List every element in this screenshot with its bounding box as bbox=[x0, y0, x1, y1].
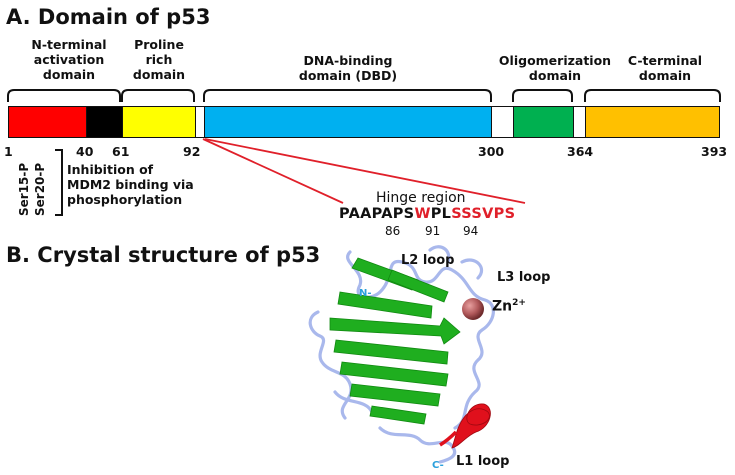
n-terminus-label: N- bbox=[359, 288, 372, 299]
zinc-charge: 2+ bbox=[512, 298, 526, 308]
segment-c-terminal bbox=[585, 106, 720, 138]
residue-number: 94 bbox=[463, 224, 479, 238]
residue-number: 86 bbox=[385, 224, 401, 238]
hinge-seq-part: PL bbox=[430, 206, 452, 222]
hinge-seq-part: W bbox=[414, 206, 431, 222]
oligomerization-domain-label: Oligomerization domain bbox=[498, 53, 612, 83]
segment-proline-rich bbox=[122, 106, 196, 138]
hinge-seq-part: PAAPAPS bbox=[339, 206, 415, 222]
position-label: 300 bbox=[478, 144, 505, 159]
hinge-region-title: Hinge region bbox=[376, 190, 466, 206]
n-terminal-domain-label: N-terminal activation domain bbox=[31, 37, 107, 82]
l2-loop-label: L2 loop bbox=[401, 253, 455, 268]
mdm2-note: Inhibition of MDM2 binding via phosphory… bbox=[67, 162, 194, 207]
position-label: 92 bbox=[183, 144, 201, 159]
zinc-ion bbox=[462, 298, 484, 320]
zinc-label: Zn2+ bbox=[492, 298, 526, 315]
position-label: 40 bbox=[76, 144, 94, 159]
position-label: 1 bbox=[4, 144, 13, 159]
structure-section-title: B. Crystal structure of p53 bbox=[6, 243, 321, 267]
position-label: 61 bbox=[112, 144, 130, 159]
segment-dna-binding bbox=[204, 106, 492, 138]
zinc-symbol: Zn bbox=[492, 298, 513, 315]
residue-number: 91 bbox=[425, 224, 441, 238]
domain-section-title: A. Domain of p53 bbox=[6, 5, 211, 29]
position-label: 364 bbox=[567, 144, 594, 159]
c-terminus-label: C- bbox=[432, 460, 444, 471]
c-terminal-domain-label: C-terminal domain bbox=[627, 53, 703, 83]
position-label: 393 bbox=[701, 144, 728, 159]
segment-n-terminal bbox=[8, 106, 87, 138]
l1-loop-label: L1 loop bbox=[456, 454, 510, 469]
dbd-label: DNA-binding domain (DBD) bbox=[298, 53, 398, 83]
proline-domain-label: Proline rich domain bbox=[132, 37, 186, 82]
l3-loop-label: L3 loop bbox=[497, 270, 551, 285]
hinge-sequence: PAAPAPSWPLSSSVPS bbox=[339, 206, 515, 222]
segment-linker-black bbox=[86, 106, 123, 138]
hinge-seq-part: SSSVPS bbox=[451, 206, 516, 222]
